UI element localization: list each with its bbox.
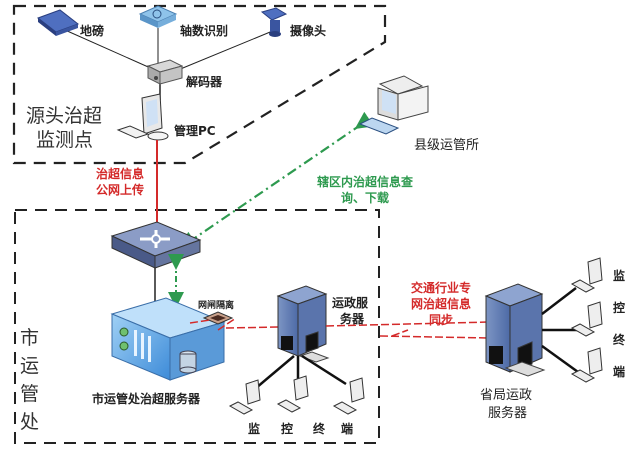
county-office-pc-icon (358, 75, 429, 135)
industry-sync-label-line2: 网治超信息 (410, 297, 471, 311)
transport-server-icon (276, 285, 330, 363)
province-server-label-line2: 服务器 (488, 406, 528, 421)
query-link-label: 辖区内治超信息查 询、下载 (300, 174, 430, 206)
province-terminal-label-char: 控 (612, 301, 625, 315)
axle-counter-icon (138, 5, 178, 28)
province-terminal-icons (570, 257, 603, 383)
province-terminal-label: 监 控 终 端 (612, 260, 626, 388)
upload-link-label-line1: 治超信息 (95, 167, 144, 181)
city-title-char: 市 (20, 327, 40, 349)
province-terminal-label-char: 端 (612, 365, 625, 379)
transport-server-label-line2: 务器 (340, 312, 365, 326)
industry-sync-label: 交通行业专 网治超信息 同步 (396, 280, 486, 328)
transport-server-label-line1: 运政服 (332, 296, 369, 310)
city-server-label: 市运管处治超服务器 (92, 392, 201, 406)
decoder-label: 解码器 (186, 75, 223, 89)
weighbridge-label: 地磅 (80, 24, 105, 38)
source-region-border (12, 4, 387, 165)
province-terminal-label-char: 终 (612, 333, 625, 347)
city-terminal-label-char: 终 (313, 422, 326, 436)
terminal-pc-icon (570, 347, 603, 383)
upload-link-label-line2: 公网上传 (95, 183, 144, 197)
industry-sync-label-line3: 同步 (428, 313, 453, 327)
city-region-title: 市 运 管 处 (20, 324, 42, 436)
province-server-label-line1: 省局运政 (480, 388, 533, 403)
decoder-icon (146, 59, 184, 85)
terminal-pc-icon (570, 257, 603, 293)
city-terminal-label-char: 端 (341, 422, 354, 436)
terminal-pc-icon (276, 375, 309, 413)
province-server-icon (484, 283, 546, 377)
management-pc-icon (116, 93, 169, 141)
county-office-label: 县级运管所 (414, 138, 480, 153)
core-switch-icon (110, 221, 202, 269)
city-server-icon (110, 297, 226, 381)
weighbridge-icon (36, 9, 80, 36)
gateway-isolation-icon (202, 311, 234, 325)
city-title-char: 管 (20, 383, 40, 405)
camera-label: 摄像头 (290, 24, 327, 38)
terminal-pc-icon (228, 379, 261, 415)
gateway-isolation-label: 网闸隔离 (198, 301, 235, 311)
query-line (178, 111, 375, 249)
industry-sync-link (325, 321, 491, 339)
axle-counter-label: 轴数识别 (180, 24, 229, 38)
query-link-label-line1: 辖区内治超信息查 (316, 175, 413, 189)
industry-sync-label-line1: 交通行业专 (410, 281, 471, 295)
upload-link-label: 治超信息 公网上传 (90, 166, 150, 198)
city-terminal-label-char: 监 (248, 422, 261, 436)
camera-icon (260, 7, 288, 37)
query-link-label-line2: 询、下载 (340, 191, 389, 205)
source-region-title-line1: 源头治超 (26, 105, 103, 127)
city-terminal-icons (228, 375, 365, 415)
management-pc-label: 管理PC (174, 124, 216, 138)
city-title-char: 运 (20, 355, 40, 377)
city-terminal-label-char: 控 (281, 422, 294, 436)
terminal-pc-icon (570, 301, 603, 337)
city-title-char: 处 (20, 411, 40, 433)
terminal-pc-icon (332, 377, 365, 415)
isolation-link (189, 317, 281, 331)
source-region-title-line2: 监测点 (36, 129, 94, 151)
province-terminal-label-char: 监 (612, 269, 625, 283)
